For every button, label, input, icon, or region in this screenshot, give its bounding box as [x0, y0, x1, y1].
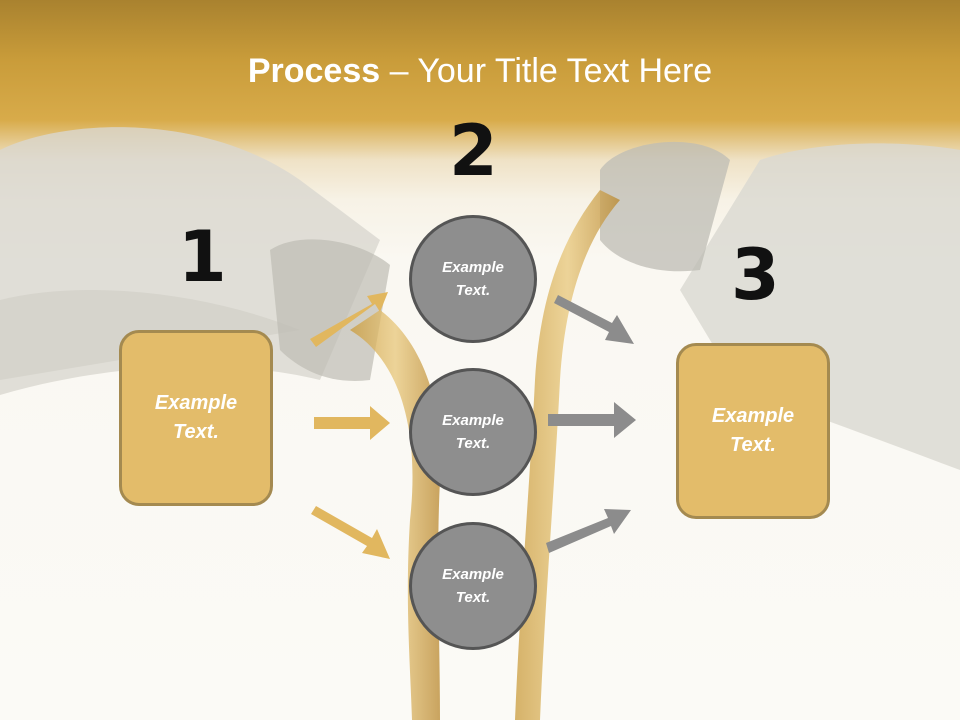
arrow-left-down: [311, 506, 390, 559]
step-number-3: 3: [731, 234, 780, 316]
title-bold: Process: [247, 52, 381, 90]
arrow-right-down: [546, 509, 631, 553]
arrow-right-mid: [548, 402, 636, 438]
slide-title: Process – Your Title Text Here: [0, 52, 960, 91]
title-rest: – Your Title Text Here: [380, 52, 713, 90]
step-number-2: 2: [449, 110, 498, 192]
arrow-left-mid: [314, 406, 390, 440]
arrow-right-up: [554, 295, 634, 344]
step-number-1: 1: [178, 216, 227, 298]
arrow-left-up: [310, 292, 388, 347]
